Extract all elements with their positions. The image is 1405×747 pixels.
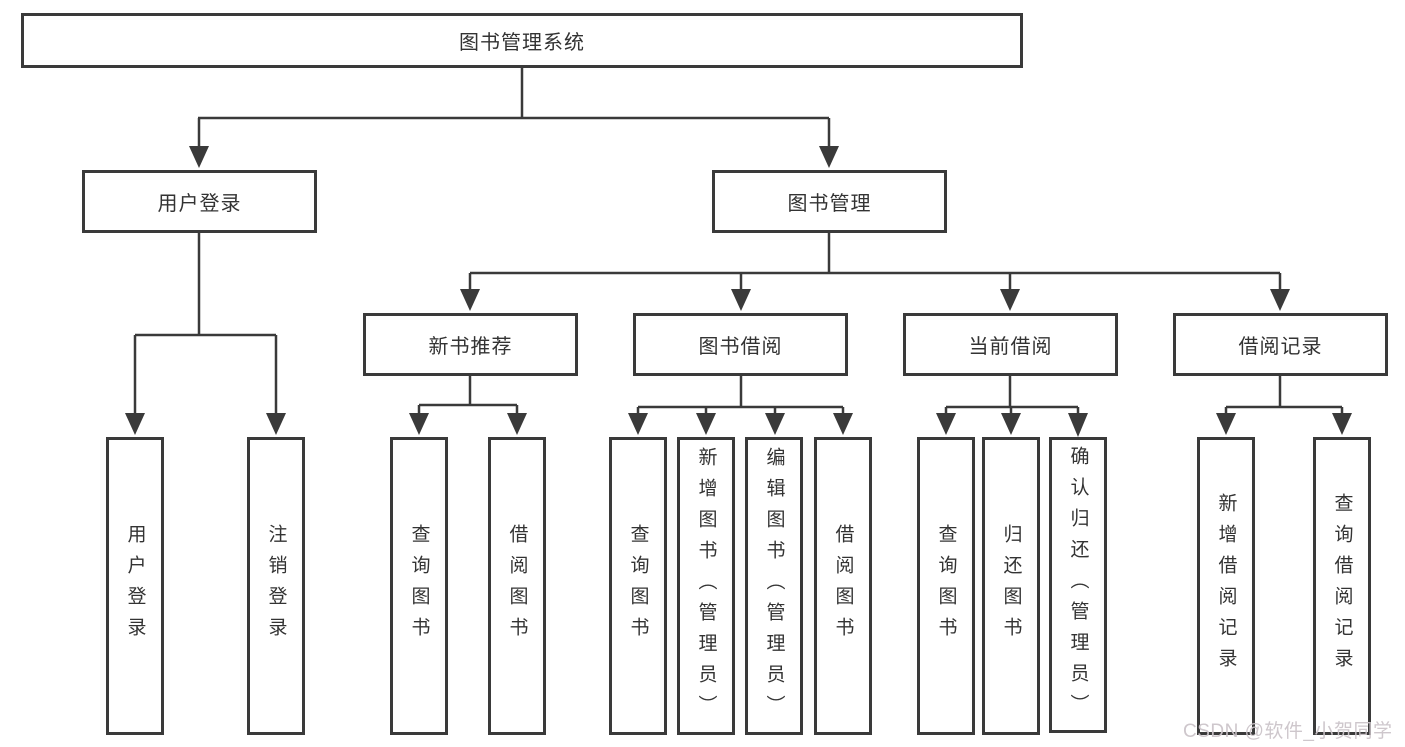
leaf-borrowing-add-books-admin: 新增图书（管理员） bbox=[677, 437, 735, 735]
node-user-login: 用户登录 bbox=[82, 170, 317, 233]
node-book-borrowing: 图书借阅 bbox=[633, 313, 848, 376]
leaf-current-confirm-return-admin: 确认归还（管理员） bbox=[1049, 437, 1107, 733]
leaf-newbook-borrow-books: 借阅图书 bbox=[488, 437, 546, 735]
node-current-borrowing: 当前借阅 bbox=[903, 313, 1118, 376]
leaf-logout: 注销登录 bbox=[247, 437, 305, 735]
leaf-current-query-books: 查询图书 bbox=[917, 437, 975, 735]
node-library-management-system: 图书管理系统 bbox=[21, 13, 1023, 68]
node-borrowing-records: 借阅记录 bbox=[1173, 313, 1388, 376]
leaf-borrowing-edit-books-admin: 编辑图书（管理员） bbox=[745, 437, 803, 735]
csdn-watermark: CSDN @软件_小贺同学 bbox=[1183, 721, 1393, 742]
leaf-newbook-query-books: 查询图书 bbox=[390, 437, 448, 735]
leaf-borrowing-query-books: 查询图书 bbox=[609, 437, 667, 735]
node-new-book-recommendation: 新书推荐 bbox=[363, 313, 578, 376]
leaf-records-add-borrow-record: 新增借阅记录 bbox=[1197, 437, 1255, 735]
leaf-records-query-borrow-record: 查询借阅记录 bbox=[1313, 437, 1371, 735]
leaf-current-return-books: 归还图书 bbox=[982, 437, 1040, 735]
node-book-management: 图书管理 bbox=[712, 170, 947, 233]
leaf-borrowing-borrow-books: 借阅图书 bbox=[814, 437, 872, 735]
leaf-user-login: 用户登录 bbox=[106, 437, 164, 735]
